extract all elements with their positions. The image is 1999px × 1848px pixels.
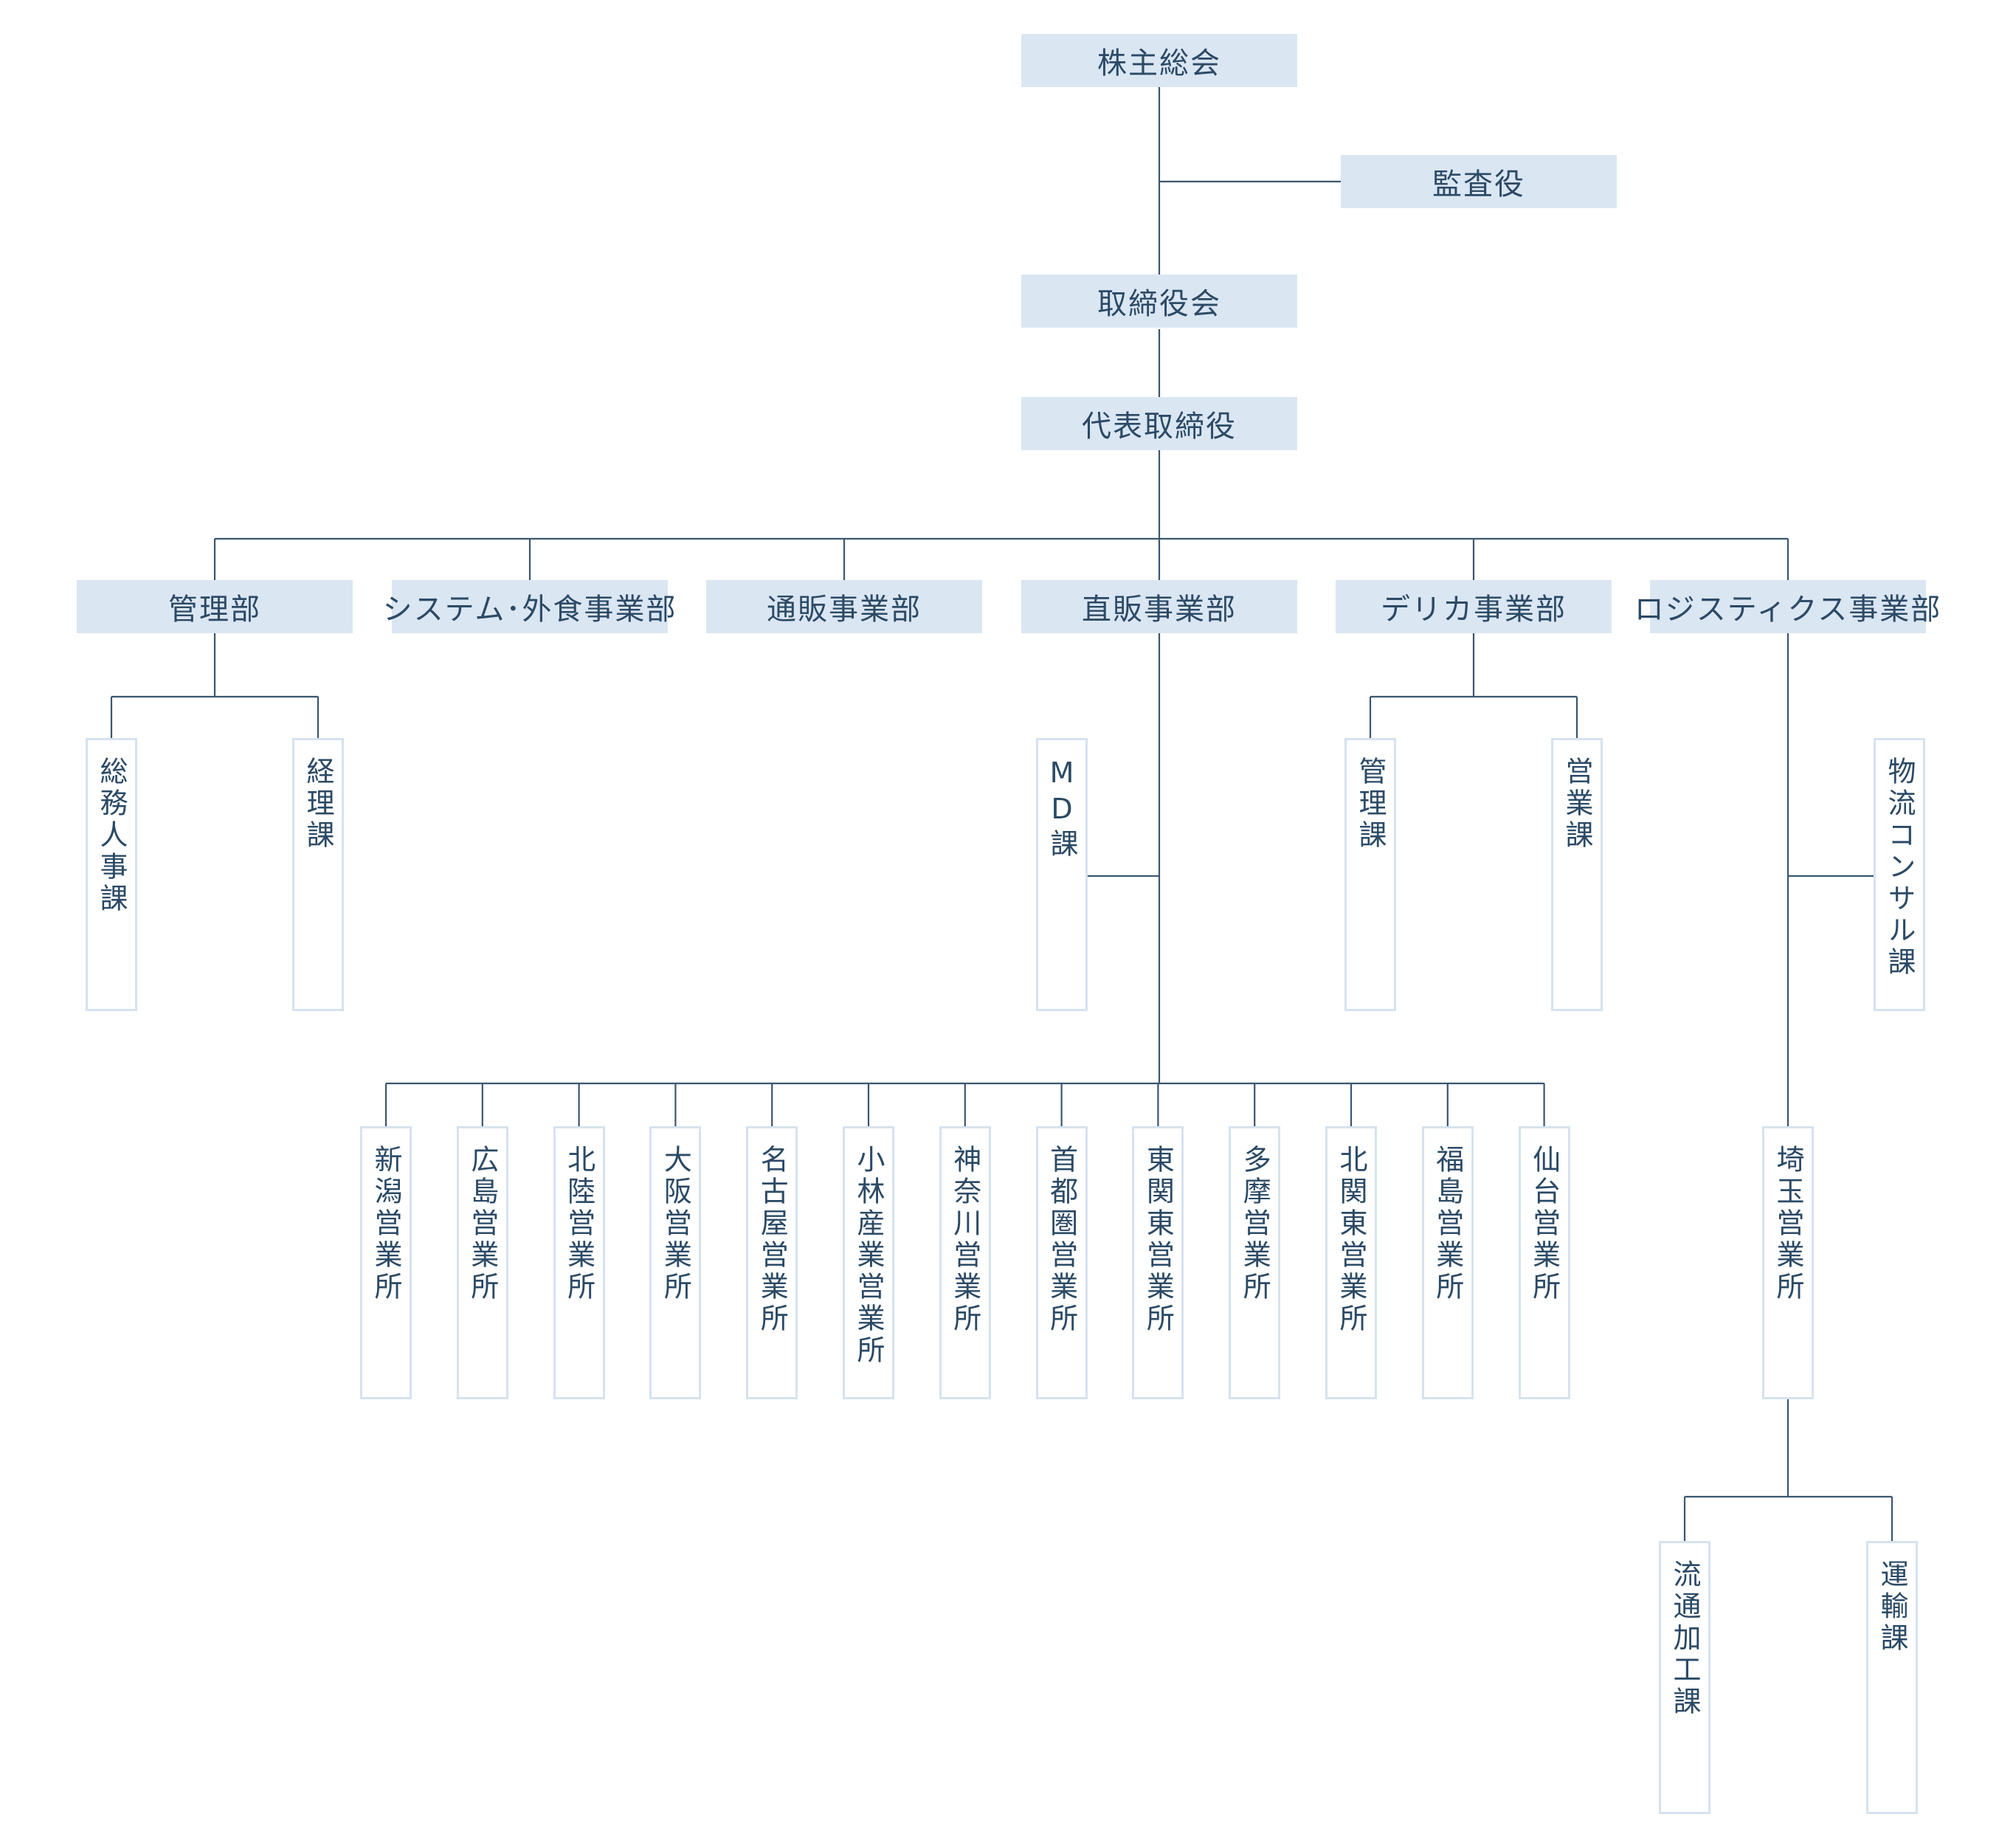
office-1: 広島営業所 (456, 1126, 508, 1399)
logistics-sub-0: 流通加工課 (1659, 1541, 1710, 1814)
logistics-sub-1-label: 運輸課 (1876, 1559, 1908, 1655)
chokuhan-side-child: MD課 (1036, 738, 1088, 1011)
department-logistics: ロジスティクス事業部 (1634, 580, 1940, 633)
office-3: 大阪営業所 (649, 1126, 702, 1399)
department-kanri: 管理部 (77, 580, 353, 633)
office-7-label: 首都圏営業所 (1045, 1145, 1078, 1335)
office-0-label: 新潟営業所 (370, 1145, 402, 1303)
office-4-label: 名古屋営業所 (756, 1145, 789, 1335)
kanri-child-1: 経理課 (292, 738, 344, 1011)
logistics-sub-0-label: 流通加工課 (1668, 1559, 1701, 1718)
office-5-label: 小林産業営業所 (852, 1145, 885, 1367)
logistics-sub-1: 運輸課 (1866, 1541, 1918, 1814)
node-auditor: 監査役 (1341, 155, 1617, 208)
delica-child-0-label: 管理課 (1354, 756, 1387, 852)
office-6: 神奈川営業所 (939, 1126, 991, 1399)
office-0: 新潟営業所 (360, 1126, 412, 1399)
department-tsuhan: 通販事業部 (706, 580, 982, 633)
office-3-label: 大阪営業所 (659, 1145, 692, 1303)
office-11: 福島営業所 (1421, 1126, 1474, 1399)
department-chokuhan: 直販事業部 (1021, 580, 1297, 633)
logistics-office-label: 埼玉営業所 (1772, 1145, 1804, 1303)
office-1-label: 広島営業所 (466, 1145, 499, 1303)
office-4: 名古屋営業所 (746, 1126, 798, 1399)
node-board: 取締役会 (1021, 275, 1297, 328)
logistics-side-child: 物流コンサル課 (1874, 738, 1925, 1011)
office-9: 多摩営業所 (1229, 1126, 1281, 1399)
logistics-side-child-label: 物流コンサル課 (1883, 756, 1916, 979)
kanri-child-0: 総務人事課 (86, 738, 137, 1011)
department-delica: デリカ事業部 (1336, 580, 1612, 633)
office-11-label: 福島営業所 (1431, 1145, 1464, 1303)
office-7: 首都圏営業所 (1035, 1126, 1088, 1399)
chokuhan-side-child-label: MD課 (1046, 756, 1078, 861)
kanri-child-1-label: 経理課 (302, 756, 334, 852)
logistics-office: 埼玉営業所 (1762, 1126, 1814, 1399)
node-president: 代表取締役 (1021, 397, 1297, 450)
office-12: 仙台営業所 (1518, 1126, 1570, 1399)
office-9-label: 多摩営業所 (1238, 1145, 1271, 1303)
office-10: 北関東営業所 (1325, 1126, 1377, 1399)
delica-child-0: 管理課 (1344, 738, 1396, 1011)
delica-child-1-label: 営業課 (1561, 756, 1593, 852)
office-10-label: 北関東営業所 (1335, 1145, 1367, 1335)
office-12-label: 仙台営業所 (1527, 1145, 1561, 1303)
department-system: システム･外食事業部 (383, 580, 675, 633)
office-5: 小林産業営業所 (843, 1126, 894, 1399)
office-2: 北陸営業所 (553, 1126, 605, 1399)
node-shareholders: 株主総会 (1021, 34, 1297, 87)
office-2-label: 北陸営業所 (562, 1145, 595, 1303)
kanri-child-0-label: 総務人事課 (95, 756, 128, 915)
office-8-label: 東関東営業所 (1142, 1145, 1175, 1335)
office-8: 東関東営業所 (1132, 1126, 1184, 1399)
delica-child-1: 営業課 (1551, 738, 1603, 1011)
office-6-label: 神奈川営業所 (948, 1145, 981, 1335)
